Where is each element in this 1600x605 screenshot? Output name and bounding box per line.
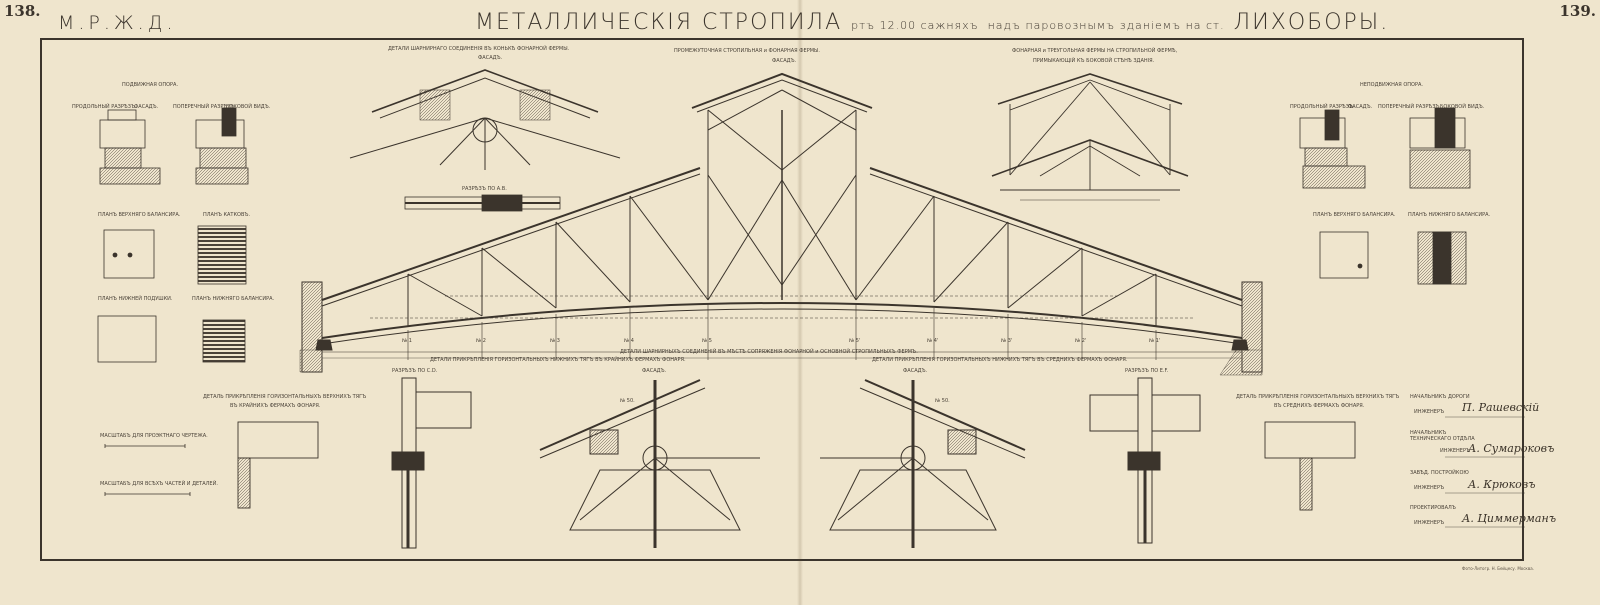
drawing-frame	[40, 38, 1524, 561]
title-rest: надъ паровознымъ зданіемъ на ст.	[987, 19, 1225, 32]
end-truss-subtitle: ПРИМЫКАЮЩІЙ КЪ БОКОВОЙ СТѢНѢ ЗДАНІЯ.	[1033, 58, 1155, 64]
signature-title: ИНЖЕНЕРЪ	[1414, 409, 1445, 415]
signature-role: ПРОЕКТИРОВАЛЪ	[1410, 505, 1456, 511]
node-label: № 4	[624, 338, 634, 344]
node-label: № 5	[702, 338, 712, 344]
node-label: № 3	[550, 338, 560, 344]
left-plan-upper-label: ПЛАНЪ ВЕРХНЯГО БАЛАНСИРА.	[98, 212, 181, 218]
scale-bars	[104, 444, 191, 496]
signature-title: ИНЖЕНЕРЪ	[1414, 520, 1445, 526]
upper-ties-right-subtitle: ВЪ СРЕДНИХЪ ФЕРМАХЪ ФОНАРЯ.	[1274, 403, 1365, 409]
node-label: № 2	[476, 338, 486, 344]
facade-right-label: ФАСАДЪ.	[903, 368, 928, 374]
right-page-number: 139.	[1559, 2, 1596, 20]
scale-main-label: МАСШТАБЪ ДЛЯ ПРОЭКТНАГО ЧЕРТЕЖА.	[100, 433, 208, 439]
signature-role: ЗАВѢД. ПОСТРОЙКОЮ	[1410, 470, 1469, 476]
section-ef-detail	[1089, 377, 1201, 544]
scale-details-label: МАСШТАБЪ ДЛЯ ВСѢХЪ ЧАСТЕЙ И ДЕТАЛЕЙ.	[100, 481, 218, 487]
monitor-lantern	[691, 72, 873, 200]
movable-support-drawings	[97, 107, 249, 363]
right-facade-label: ФАСАДЪ.	[1348, 104, 1373, 110]
section-ef-label: РАЗРѢЗЪ ПО E.F.	[1125, 368, 1169, 374]
title-span: ртъ 12.00 сажняхъ	[851, 19, 979, 32]
left-side-view-label: БОКОВОЙ ВИДЪ.	[226, 104, 271, 110]
left-plan-lower-label: ПЛАНЪ НИЖНЕЙ ПОДУШКИ.	[98, 296, 173, 302]
left-long-section-label: ПРОДОЛЬНЫЙ РАЗРѢЗЪ.	[72, 104, 137, 110]
upper-ties-left-title: ДЕТАЛЬ ПРИКРѢПЛЕНІЯ ГОРИЗОНТАЛЬНЫХЪ ВЕРХ…	[203, 394, 367, 400]
node-label: № 4'	[927, 338, 939, 344]
left-facade-label: ФАСАДЪ.	[134, 104, 159, 110]
right-long-section-label: ПРОДОЛЬНЫЙ РАЗРѢЗЪ.	[1290, 104, 1355, 110]
upper-ties-right-title: ДЕТАЛЬ ПРИКРѢПЛЕНІЯ ГОРИЗОНТАЛЬНЫХЪ ВЕРХ…	[1236, 394, 1400, 400]
signature-role: НАЧАЛЬНИКЪ ДОРОГИ	[1410, 394, 1470, 400]
drawing-title: МЕТАЛЛИЧЕСКІЯ СТРОПИЛА ртъ 12.00 сажняхъ…	[475, 10, 1389, 35]
lower-ties-end-title: ДЕТАЛИ ПРИКРѢПЛЕНІЯ ГОРИЗОНТАЛЬНЫХЪ НИЖН…	[430, 357, 686, 363]
section-cd-label: РАЗРѢЗЪ ПО C.D.	[392, 368, 438, 374]
node-label: № 3'	[1001, 338, 1013, 344]
left-plan-lower-bal-label: ПЛАНЪ НИЖНЯГО БАЛАНСИРА.	[192, 296, 275, 302]
joint-left-label: № 50.	[620, 398, 635, 404]
facade-left-label: ФАСАДЪ.	[642, 368, 667, 374]
hinge-details-title: ДЕТАЛИ ШАРНИРНЫХЪ СОЕДИНЕНІЙ ВЪ МѢСТѢ СО…	[620, 349, 918, 355]
section-cd-detail	[391, 377, 472, 549]
signature-name: А. Циммерманъ	[1462, 512, 1557, 525]
title-main: МЕТАЛЛИЧЕСКІЯ СТРОПИЛА	[475, 10, 843, 35]
joint-right-label: № 50.	[935, 398, 950, 404]
hinge-detail-right	[820, 379, 1026, 548]
hinge-detail-left	[539, 379, 760, 548]
node-label: № 1	[402, 338, 412, 344]
upper-ties-left-subtitle: ВЪ КРАЙНИХЪ ФЕРМАХЪ ФОНАРЯ.	[230, 403, 321, 409]
title-station: ЛИХОБОРЫ.	[1233, 10, 1390, 35]
signature-name: А. Крюковъ	[1468, 478, 1536, 491]
ridge-detail-title: ДЕТАЛИ ШАРНИРНАГО СОЕДИНЕНІЯ ВЪ КОНЬКѢ Ф…	[388, 46, 570, 52]
signature-lines	[1445, 416, 1525, 528]
movable-support-title: ПОДВИЖНАЯ ОПОРА.	[122, 82, 179, 88]
fixed-support-title: НЕПОДВИЖНАЯ ОПОРА.	[1360, 82, 1423, 88]
ridge-hinge-detail	[349, 69, 621, 170]
node-label: № 5'	[849, 338, 861, 344]
right-plan-upper-label: ПЛАНЪ ВЕРХНЯГО БАЛАНСИРА.	[1313, 212, 1396, 218]
ridge-detail-facade: ФАСАДЪ.	[478, 55, 503, 61]
signature-name: А. Сумароковъ	[1468, 442, 1555, 455]
right-cross-section-label: ПОПЕРЕЧНЫЙ РАЗРѢЗЪ.	[1378, 104, 1442, 110]
intermediate-truss-facade: ФАСАДЪ.	[772, 58, 797, 64]
left-plan-rollers-label: ПЛАНЪ КАТКОВЪ.	[203, 212, 251, 218]
node-label: № 2'	[1075, 338, 1087, 344]
main-roof-truss	[299, 110, 1263, 376]
section-ab-title: РАЗРѢЗЪ ПО А.В.	[462, 186, 507, 192]
signature-title: ИНЖЕНЕРЪ	[1440, 448, 1471, 454]
lower-ties-mid-title: ДЕТАЛИ ПРИКРѢПЛЕНІЯ ГОРИЗОНТАЛЬНЫХЪ НИЖН…	[872, 357, 1128, 363]
left-cross-section-label: ПОПЕРЕЧНЫЙ РАЗРѢЗЪ.	[173, 104, 237, 110]
signature-title: ИНЖЕНЕРЪ	[1414, 485, 1445, 491]
railway-abbrev: М.Р.Ж.Д.	[58, 12, 177, 34]
signature-role: НАЧАЛЬНИКЪ ТЕХНИЧЕСКАГО ОТДѢЛА	[1410, 430, 1475, 442]
signature-name: П. Рашевскій	[1462, 401, 1540, 414]
printer-credit: Фото-Литогр. Н. Бейцесу. Москва.	[1462, 566, 1534, 571]
fixed-support-drawings	[1299, 107, 1471, 285]
upper-ties-details	[237, 421, 1356, 511]
right-side-view-label: БОКОВОЙ ВИДЪ.	[1440, 104, 1485, 110]
left-page-number: 138.	[4, 2, 41, 20]
intermediate-truss-title: ПРОМЕЖУТОЧНАЯ СТРОПИЛЬНАЯ и ФОНАРНАЯ ФЕР…	[674, 48, 821, 54]
end-truss-title: ФОНАРНАЯ и ТРЕУГОЛЬНАЯ ФЕРМЫ НА СТРОПИЛЬ…	[1012, 48, 1178, 54]
end-truss-lanterns	[991, 73, 1189, 201]
node-label: № 1'	[1149, 338, 1161, 344]
section-ab-bar	[404, 194, 561, 212]
right-plan-lower-label: ПЛАНЪ НИЖНЯГО БАЛАНСИРА.	[1408, 212, 1491, 218]
